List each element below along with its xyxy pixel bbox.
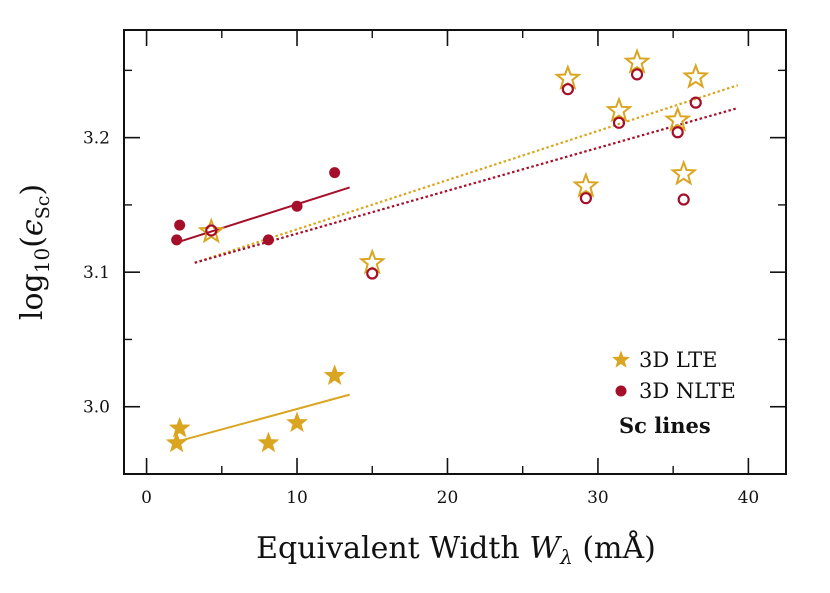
y-axis-title-paren: (: [15, 236, 50, 248]
x-tick-label: 10: [286, 488, 308, 508]
data-point-nlte-circle: [174, 219, 186, 231]
data-point-lte-star: [572, 171, 600, 198]
data-point-lte-star: [197, 217, 225, 244]
y-tick-label: 3.1: [83, 263, 110, 283]
data-point-lte-star: [605, 96, 633, 123]
legend-label-nlte: 3D NLTE: [639, 379, 736, 403]
axes: 0 10 20 30 40 3.0 3.1 3.2: [83, 29, 787, 508]
data-point-nlte-circle: [671, 126, 684, 139]
legend-star-icon: [611, 350, 631, 368]
legend-circle-icon: [615, 385, 627, 397]
data-point-lte-star: [623, 47, 651, 74]
legend-entry-nlte: 3D NLTE: [615, 379, 736, 403]
data-point-nlte-circle: [677, 193, 690, 206]
data-point-lte-star: [286, 411, 308, 433]
plot-frame: [123, 29, 787, 475]
data-point-nlte-circle: [329, 167, 341, 179]
data-point-nlte-circle: [561, 83, 574, 96]
x-axis-title: Equivalent Width Wλ (mÅ): [256, 530, 656, 569]
data-point-nlte-circle: [689, 96, 702, 109]
data-point-nlte-circle: [612, 116, 626, 129]
fit-line-nlte-dotted: [194, 106, 739, 264]
y-axis-title-subscript: Sc: [32, 196, 54, 220]
y-axis-title-base: 10: [30, 248, 54, 273]
x-axis-title-unit: (mÅ): [573, 530, 656, 566]
legend-entry-lte: 3D LTE: [611, 348, 717, 372]
data-point-lte-star: [165, 431, 188, 453]
data-point-nlte-circle: [262, 234, 274, 246]
fit-line-lte-dotted: [194, 84, 739, 264]
data-point-lte-star: [323, 364, 346, 386]
y-tick-label: 3.2: [83, 129, 110, 149]
x-axis-title-subscript: λ: [559, 545, 573, 569]
x-tick-label: 0: [141, 488, 152, 508]
data-point-nlte-circle: [291, 200, 303, 212]
x-tick-label: 20: [437, 488, 459, 508]
data-point-nlte-circle: [630, 68, 644, 81]
y-tick-label: 3.0: [83, 398, 110, 418]
data-point-lte-star: [257, 431, 280, 453]
data-point-lte-star: [168, 416, 191, 438]
x-tick-label: 40: [738, 488, 760, 508]
x-axis-title-main: Equivalent Width: [256, 531, 529, 566]
data-point-lte-star: [670, 159, 698, 186]
data-point-nlte-circle: [579, 192, 592, 205]
fit-line-lte-solid: [176, 393, 350, 443]
data-point-nlte-circle: [366, 267, 379, 280]
data-point-lte-star: [682, 62, 710, 89]
data-point-lte-star: [664, 105, 692, 132]
y-axis-title-close: ): [15, 184, 50, 196]
x-tick-label: 30: [587, 488, 609, 508]
y-axis-title: log10(ϵSc): [15, 184, 54, 320]
plot-area: [165, 47, 739, 453]
legend: 3D LTE 3D NLTE Sc lines: [611, 348, 736, 438]
y-axis-title-symbol: ϵ: [15, 219, 50, 236]
data-point-nlte-circle: [205, 224, 218, 237]
fit-line-nlte-solid: [176, 186, 350, 244]
y-axis-title-log: log: [15, 273, 50, 320]
chart-annotation: Sc lines: [619, 413, 711, 438]
axis-labels: Equivalent Width Wλ (mÅ) log10(ϵSc): [15, 184, 656, 569]
data-point-nlte-circle: [171, 234, 183, 246]
x-axis-title-symbol: W: [529, 531, 562, 566]
legend-label-lte: 3D LTE: [639, 348, 717, 372]
